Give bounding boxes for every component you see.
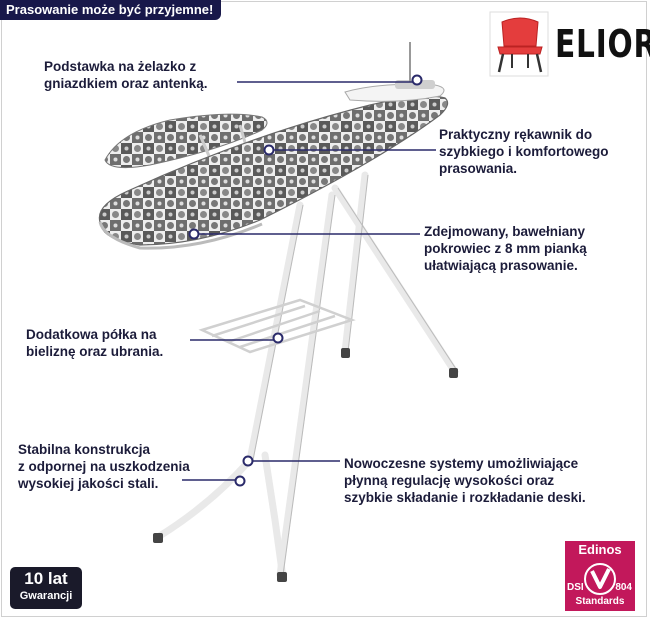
brand-logo: ELIOR (555, 22, 650, 66)
cover-callout: Zdejmowany, bawełniany pokrowiec z 8 mm … (424, 224, 587, 273)
warranty-label: Gwarancji (19, 590, 73, 602)
iron-rest (344, 42, 445, 102)
callout-markers (188, 74, 423, 487)
certificate-title: Edinos (578, 542, 622, 557)
height-adjust-callout: Nowoczesne systemy umożliwiające płynną … (344, 456, 586, 505)
leader-lines (182, 81, 436, 481)
sleeve-board-callout: Praktyczny rękawnik do szybkiego i komfo… (439, 127, 609, 176)
certificate-dsi: DSI (567, 582, 584, 593)
ironing-board-top (98, 95, 449, 250)
frame-callout: Stabilna konstrukcja z odpornej na uszko… (18, 442, 190, 491)
certificate-check-icon (584, 563, 616, 595)
warranty-years: 10 lat (24, 569, 68, 588)
certificate-badge: Edinos DSI 804 Standards (565, 541, 635, 611)
page-title: Prasowanie może być przyjemne! (0, 0, 222, 20)
laundry-shelf (198, 298, 356, 354)
leg-feet (153, 348, 458, 582)
warranty-badge: 10 lat Gwarancji (10, 567, 82, 609)
certificate-number: 804 (615, 582, 632, 593)
shelf-callout: Dodatkowa półka na bieliznę oraz ubrania… (26, 327, 164, 359)
board-legs (154, 171, 459, 582)
certificate-standards: Standards (575, 596, 625, 607)
chair-icon (489, 11, 549, 77)
iron-rest-callout: Podstawka na żelazko z gniazdkiem oraz a… (44, 59, 208, 91)
